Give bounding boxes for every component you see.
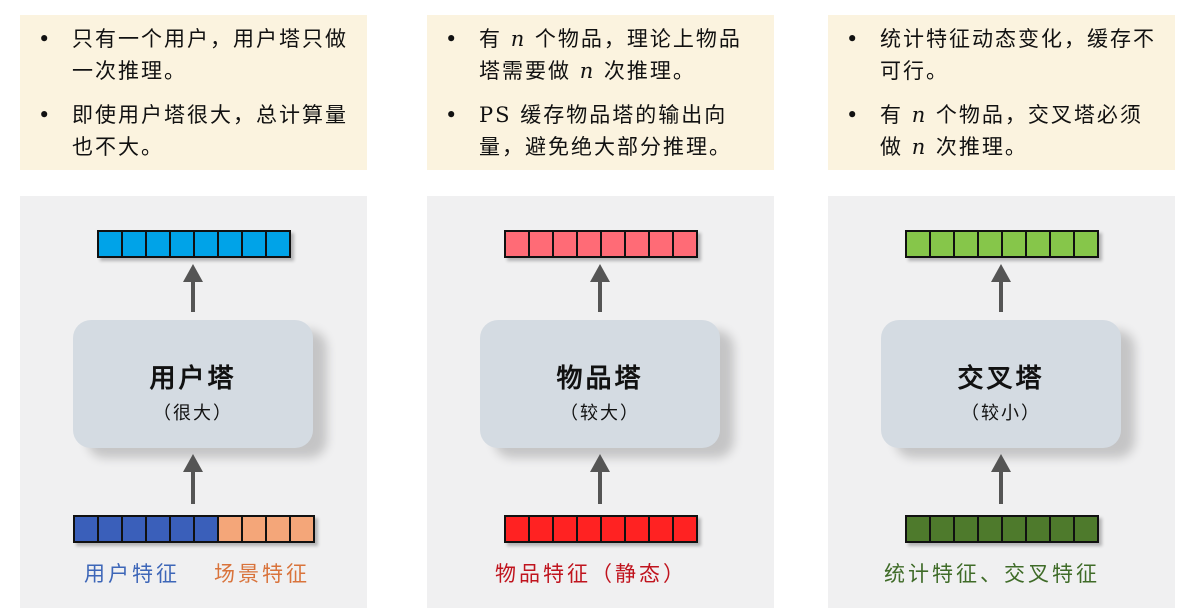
- user-feature-label: 用户特征: [84, 562, 180, 586]
- tower-title: 交叉塔: [957, 364, 1045, 394]
- arrow-up-icon: [183, 264, 203, 312]
- item-output-vector: [504, 230, 698, 258]
- arrow-up-icon: [590, 264, 610, 312]
- tower-subtitle: （很大）: [153, 403, 233, 424]
- note-bullet: PS 缓存物品塔的输出向量，避免绝大部分推理。: [437, 99, 764, 163]
- cross-tower-box: 交叉塔 （较小）: [881, 320, 1121, 448]
- item-input-vector: [504, 515, 698, 543]
- cross-tower-notes: 统计特征动态变化，缓存不可行。 有 n 个物品，交叉塔必须做 n 次推理。: [828, 15, 1175, 170]
- user-tower-panel: 用户塔 （很大） 用户特征 场景特征: [20, 196, 367, 608]
- arrow-up-icon: [183, 454, 203, 504]
- item-feature-label: 物品特征（静态）: [495, 562, 687, 586]
- note-bullet: 即使用户塔很大，总计算量也不大。: [30, 99, 357, 163]
- note-bullet: 有 n 个物品，交叉塔必须做 n 次推理。: [838, 99, 1165, 163]
- item-tower-notes: 有 n 个物品，理论上物品塔需要做 n 次推理。 PS 缓存物品塔的输出向量，避…: [427, 15, 774, 170]
- tower-subtitle: （较大）: [560, 403, 640, 424]
- tower-title: 用户塔: [149, 364, 237, 394]
- tower-title: 物品塔: [556, 364, 644, 394]
- note-bullet: 只有一个用户，用户塔只做一次推理。: [30, 23, 357, 87]
- user-input-vector: [73, 515, 315, 543]
- cross-output-vector: [905, 230, 1099, 258]
- user-tower-notes: 只有一个用户，用户塔只做一次推理。 即使用户塔很大，总计算量也不大。: [20, 15, 367, 170]
- arrow-up-icon: [991, 264, 1011, 312]
- scene-feature-label: 场景特征: [214, 562, 310, 586]
- cross-tower-panel: 交叉塔 （较小） 统计特征、交叉特征: [828, 196, 1175, 608]
- arrow-up-icon: [590, 454, 610, 504]
- user-output-vector: [97, 230, 291, 258]
- user-tower-box: 用户塔 （很大）: [73, 320, 313, 448]
- arrow-up-icon: [991, 454, 1011, 504]
- item-tower-box: 物品塔 （较大）: [480, 320, 720, 448]
- cross-feature-label: 统计特征、交叉特征: [884, 562, 1100, 586]
- tower-subtitle: （较小）: [961, 403, 1041, 424]
- item-tower-panel: 物品塔 （较大） 物品特征（静态）: [427, 196, 774, 608]
- cross-input-vector: [905, 515, 1099, 543]
- note-bullet: 有 n 个物品，理论上物品塔需要做 n 次推理。: [437, 23, 764, 87]
- note-bullet: 统计特征动态变化，缓存不可行。: [838, 23, 1165, 87]
